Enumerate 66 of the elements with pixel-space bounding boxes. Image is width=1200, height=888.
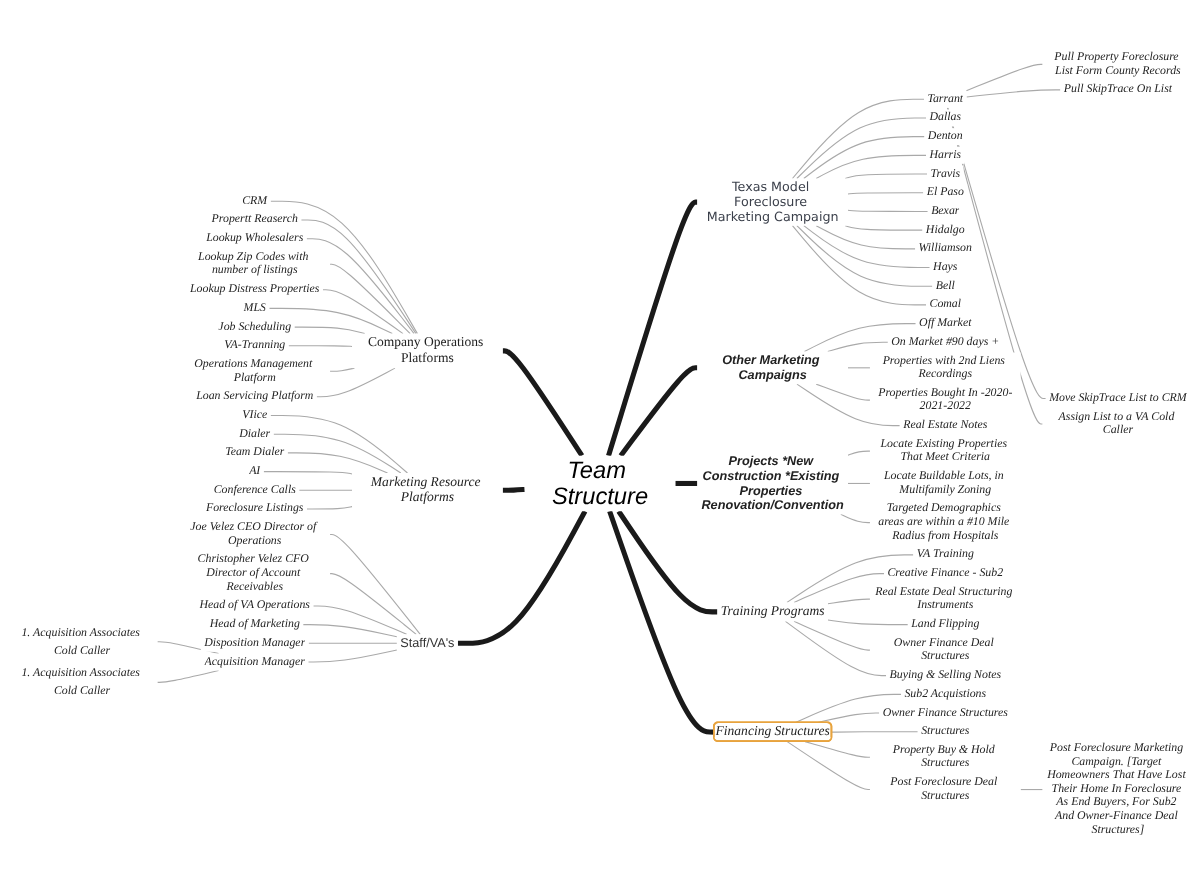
connector	[263, 471, 353, 475]
connector	[312, 605, 408, 635]
connector	[329, 533, 421, 635]
node-text: Team Structure	[551, 456, 649, 509]
connector	[827, 341, 889, 353]
connector	[796, 117, 927, 180]
connector	[827, 619, 909, 626]
connector	[831, 731, 919, 733]
connector	[322, 289, 404, 335]
connector	[288, 345, 353, 347]
connector	[457, 510, 588, 646]
connector	[804, 741, 871, 758]
connector	[796, 383, 901, 427]
connector	[293, 326, 366, 335]
connector	[966, 89, 1061, 98]
connector	[606, 199, 699, 457]
connector	[156, 669, 220, 683]
connector	[847, 367, 871, 369]
connector	[607, 510, 715, 735]
connector	[796, 225, 933, 287]
connector	[847, 450, 871, 456]
connector	[329, 573, 417, 635]
connector	[840, 513, 871, 524]
connector	[786, 554, 914, 603]
connector	[786, 741, 871, 791]
connector	[306, 238, 415, 335]
connector	[501, 348, 585, 458]
connector	[273, 433, 402, 474]
connector	[793, 573, 885, 603]
connector	[815, 225, 916, 250]
connector	[844, 173, 928, 180]
connector	[329, 367, 355, 372]
connector	[803, 136, 925, 180]
connector	[965, 63, 1044, 92]
connector	[618, 365, 699, 458]
connector	[316, 367, 396, 398]
connector	[674, 480, 699, 486]
connector	[815, 383, 871, 401]
connector	[793, 620, 871, 651]
connector	[803, 225, 931, 269]
connector	[308, 642, 398, 644]
connector	[784, 620, 887, 677]
connector	[815, 154, 927, 180]
connector	[827, 598, 871, 605]
connector	[803, 323, 917, 353]
connector	[847, 209, 929, 212]
connector	[300, 219, 417, 335]
connector	[791, 98, 925, 180]
connector	[287, 452, 389, 474]
connector	[270, 414, 408, 474]
connector	[616, 509, 718, 615]
connector	[1020, 789, 1044, 791]
connector	[302, 624, 398, 638]
connector	[847, 482, 871, 485]
connector	[844, 225, 923, 231]
connector	[307, 649, 398, 663]
connector	[298, 489, 353, 491]
connector	[791, 225, 927, 306]
connector	[847, 192, 924, 195]
connector	[794, 693, 902, 724]
connector	[156, 641, 220, 655]
connector	[270, 200, 418, 335]
connector	[268, 307, 393, 335]
connector	[306, 506, 353, 510]
connector	[501, 486, 526, 493]
connector	[329, 263, 411, 335]
